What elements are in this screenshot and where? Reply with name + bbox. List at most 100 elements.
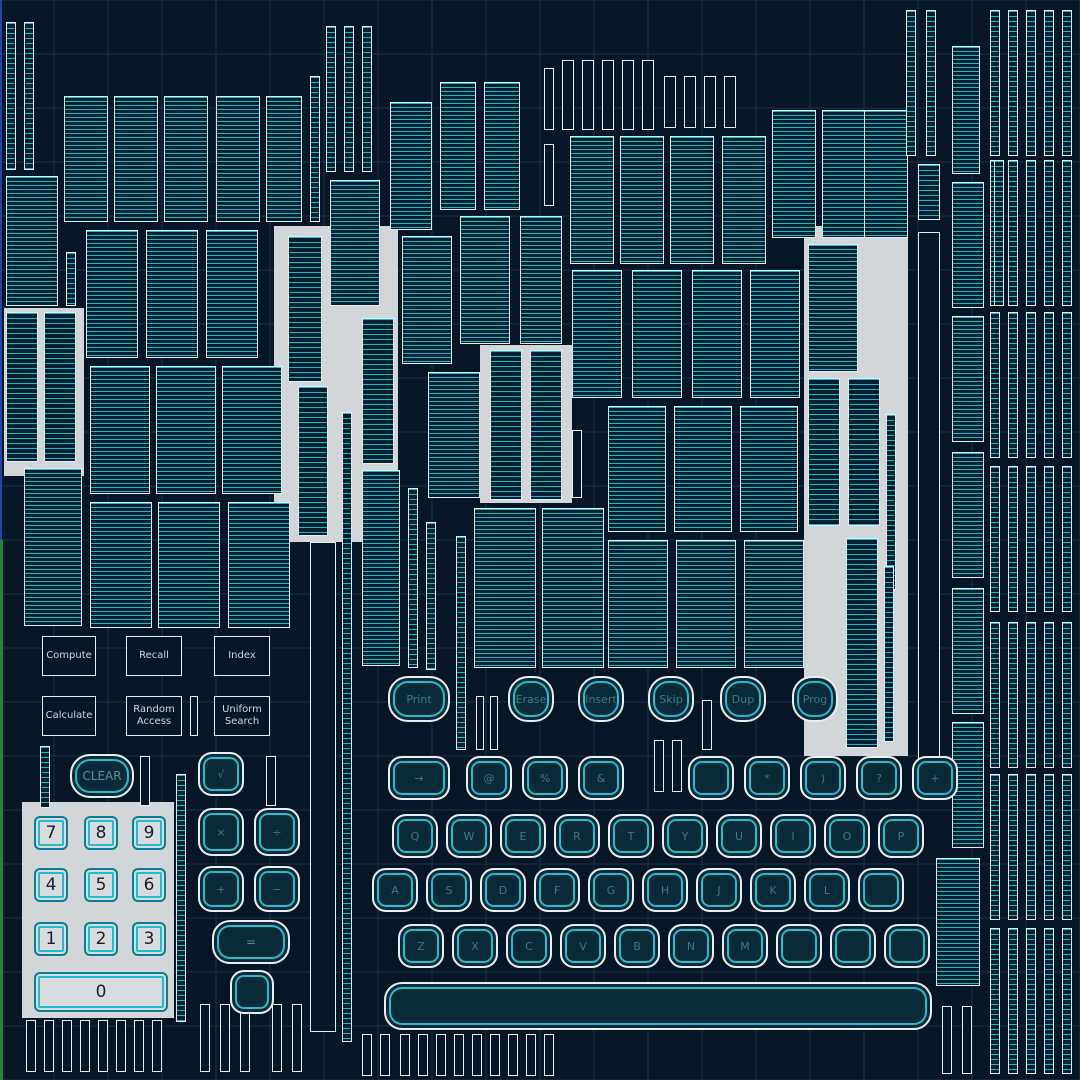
keyboard-key[interactable]: * <box>744 756 790 800</box>
texture-panel <box>962 1006 972 1074</box>
keyboard-key[interactable]: W <box>446 814 492 858</box>
clear-key[interactable]: CLEAR <box>70 754 134 798</box>
texture-panel <box>44 1020 54 1072</box>
erase-key[interactable]: Erase <box>508 676 554 722</box>
keyboard-key[interactable]: O <box>824 814 870 858</box>
texture-panel <box>808 244 858 372</box>
texture-panel <box>152 1020 162 1072</box>
multiply-key[interactable]: × <box>198 808 244 856</box>
keyboard-key[interactable]: F <box>534 868 580 912</box>
uniform-search-button[interactable]: Uniform Search <box>214 696 270 736</box>
texture-panel <box>906 10 916 156</box>
texture-panel <box>1026 928 1036 1074</box>
plus-key[interactable]: + <box>198 866 244 912</box>
keyboard-key[interactable]: @ <box>466 756 512 800</box>
texture-panel <box>484 82 520 210</box>
skip-key[interactable]: Skip <box>648 676 694 722</box>
prog-key[interactable]: Prog <box>792 676 838 722</box>
numpad-key-8[interactable]: 8 <box>84 816 118 850</box>
texture-panel <box>476 696 484 750</box>
keyboard-key[interactable]: E <box>500 814 546 858</box>
keyboard-key[interactable]: & <box>578 756 624 800</box>
keyboard-key[interactable]: R <box>554 814 600 858</box>
keyboard-key[interactable]: ) <box>800 756 846 800</box>
keyboard-key[interactable]: A <box>372 868 418 912</box>
texture-panel <box>24 468 82 626</box>
equals-key[interactable]: = <box>212 920 290 964</box>
numpad-key-3[interactable]: 3 <box>132 922 166 956</box>
keyboard-key[interactable] <box>688 756 734 800</box>
recall-button[interactable]: Recall <box>126 636 182 676</box>
keyboard-key[interactable]: G <box>588 868 634 912</box>
keyboard-key[interactable]: → <box>388 756 450 800</box>
texture-panel <box>642 60 654 130</box>
index-button[interactable]: Index <box>214 636 270 676</box>
print-key[interactable]: Print <box>388 676 450 722</box>
keyboard-key[interactable]: Q <box>392 814 438 858</box>
keyboard-key[interactable]: X <box>452 924 498 968</box>
texture-panel <box>952 316 984 442</box>
keyboard-key[interactable] <box>830 924 876 968</box>
minus-key[interactable]: − <box>254 866 300 912</box>
texture-panel <box>344 26 354 172</box>
dup-key[interactable]: Dup <box>720 676 766 722</box>
numpad-key-6[interactable]: 6 <box>132 868 166 902</box>
numpad-key-7[interactable]: 7 <box>34 816 68 850</box>
keyboard-key[interactable]: P <box>878 814 924 858</box>
insert-key[interactable]: Insert <box>578 676 624 722</box>
keyboard-key[interactable]: S <box>426 868 472 912</box>
keyboard-key[interactable]: N <box>668 924 714 968</box>
random-access-button[interactable]: Random Access <box>126 696 182 736</box>
calculate-button[interactable]: Calculate <box>42 696 96 736</box>
texture-panel <box>994 160 1004 306</box>
keyboard-key[interactable]: J <box>696 868 742 912</box>
texture-panel <box>692 270 742 398</box>
texture-panel <box>362 470 400 666</box>
compute-button[interactable]: Compute <box>42 636 96 676</box>
keyboard-key[interactable] <box>776 924 822 968</box>
keyboard-key[interactable]: K <box>750 868 796 912</box>
texture-panel <box>670 136 714 264</box>
keyboard-key[interactable]: V <box>560 924 606 968</box>
keyboard-key[interactable] <box>858 868 904 912</box>
keyboard-key[interactable]: T <box>608 814 654 858</box>
texture-panel <box>158 502 220 628</box>
keyboard-key[interactable]: C <box>506 924 552 968</box>
keyboard-key[interactable]: L <box>804 868 850 912</box>
texture-panel <box>918 232 940 772</box>
texture-panel <box>140 756 150 806</box>
keyboard-key[interactable]: Y <box>662 814 708 858</box>
texture-panel <box>66 252 76 306</box>
keyboard-key[interactable]: + <box>912 756 958 800</box>
keyboard-key[interactable]: M <box>722 924 768 968</box>
keyboard-key[interactable] <box>884 924 930 968</box>
sqrt-key[interactable]: √ <box>198 752 244 796</box>
texture-panel <box>508 1034 518 1076</box>
texture-panel <box>440 82 476 210</box>
texture-panel <box>602 60 614 130</box>
texture-panel <box>704 76 716 128</box>
numpad-key-9[interactable]: 9 <box>132 816 166 850</box>
numpad-key-4[interactable]: 4 <box>34 868 68 902</box>
numpad-key-2[interactable]: 2 <box>84 922 118 956</box>
keyboard-key[interactable]: Z <box>398 924 444 968</box>
divide-key[interactable]: ÷ <box>254 808 300 856</box>
keyboard-key[interactable]: I <box>770 814 816 858</box>
left-edge-green <box>0 540 3 1080</box>
keyboard-key[interactable]: B <box>614 924 660 968</box>
small-square-key[interactable] <box>230 970 274 1014</box>
numpad-key-1[interactable]: 1 <box>34 922 68 956</box>
keyboard-key[interactable]: D <box>480 868 526 912</box>
keyboard-key[interactable]: H <box>642 868 688 912</box>
texture-panel <box>702 700 712 750</box>
texture-panel <box>62 1020 72 1072</box>
keyboard-key[interactable]: % <box>522 756 568 800</box>
keyboard-key[interactable]: U <box>716 814 762 858</box>
keyboard-key[interactable]: ? <box>856 756 902 800</box>
zero-key[interactable]: 0 <box>34 972 168 1012</box>
numpad-key-5[interactable]: 5 <box>84 868 118 902</box>
texture-panel <box>990 622 1000 768</box>
space-bar[interactable] <box>384 982 932 1030</box>
texture-panel <box>86 230 138 358</box>
texture-panel <box>164 96 208 222</box>
